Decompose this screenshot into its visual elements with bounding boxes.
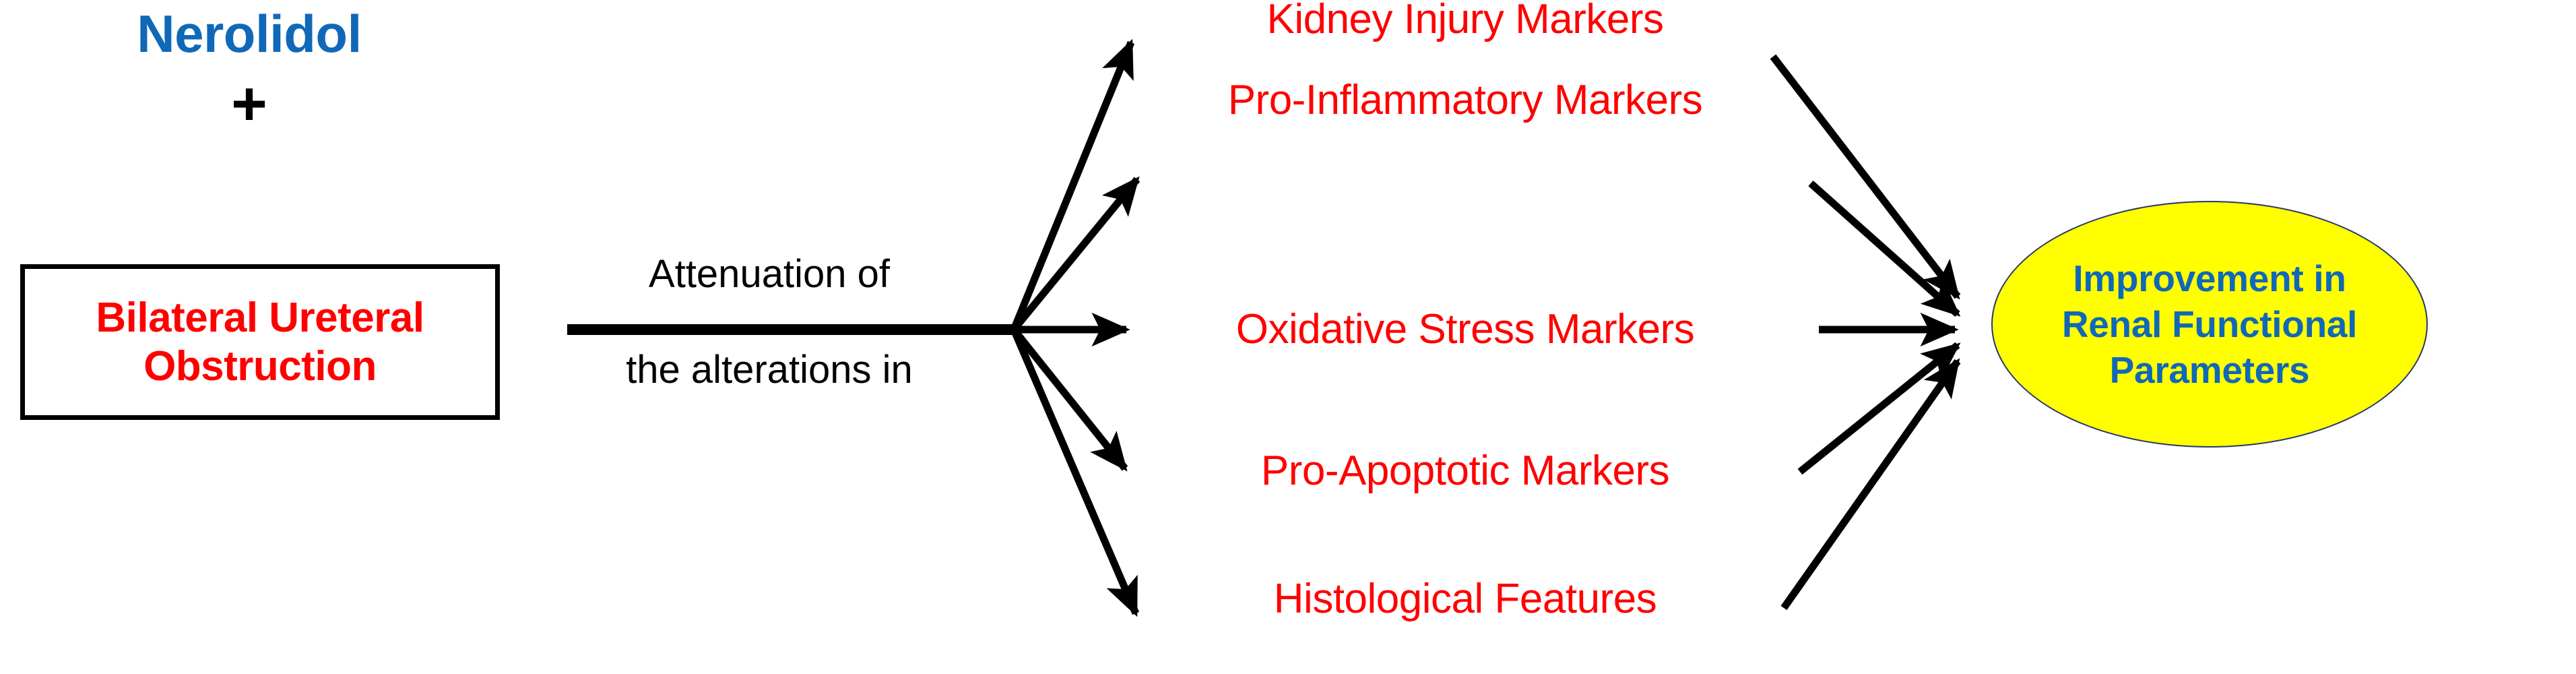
intervention-title: Nerolidol xyxy=(137,4,362,63)
outcome-label: Improvement in Renal Functional Paramete… xyxy=(2044,255,2375,394)
marker-label-oxidative-stress: Oxidative Stress Markers xyxy=(1235,306,1695,353)
outcome-line-1: Improvement in xyxy=(2073,257,2346,299)
plus-icon: + xyxy=(231,69,267,138)
condition-box-label: Bilateral Ureteral Obstruction xyxy=(89,294,430,391)
outcome-line-2: Renal Functional xyxy=(2061,303,2358,345)
fanout-arrow-2 xyxy=(1010,176,1140,332)
condition-line-1: Bilateral Ureteral xyxy=(96,294,424,341)
stem-caption-below: the alterations in xyxy=(626,348,913,392)
marker-label-kidney-injury: Kidney Injury Markers xyxy=(1266,0,1664,42)
fanin-arrow-2 xyxy=(1808,180,1961,317)
outcome-ellipse: Improvement in Renal Functional Paramete… xyxy=(1991,201,2428,448)
marker-label-pro-inflammatory: Pro-Inflammatory Markers xyxy=(1227,77,1703,123)
outcome-line-3: Parameters xyxy=(2109,349,2310,392)
condition-line-2: Obstruction xyxy=(143,342,377,390)
attenuation-stem-bar xyxy=(567,324,1017,335)
condition-box: Bilateral Ureteral Obstruction xyxy=(20,264,500,420)
marker-label-pro-apoptotic: Pro-Apoptotic Markers xyxy=(1260,448,1670,494)
marker-label-histological-features: Histological Features xyxy=(1273,576,1657,622)
stem-caption-above: Attenuation of xyxy=(649,252,890,296)
